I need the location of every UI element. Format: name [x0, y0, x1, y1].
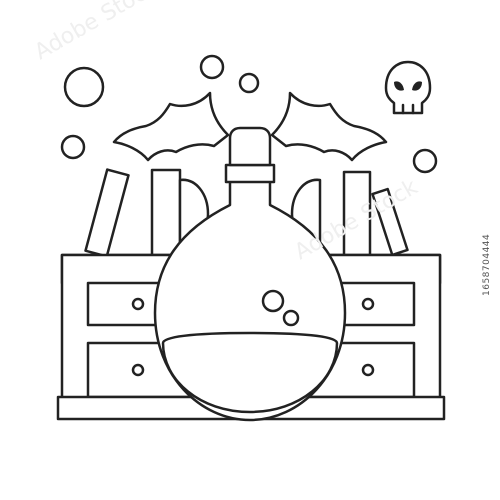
bottle-cork	[228, 126, 272, 167]
bubble-top	[199, 54, 225, 80]
drawer-lower-knob-right	[361, 363, 375, 377]
skull-icon	[384, 60, 432, 115]
drawer-lower-knob-left	[131, 363, 145, 377]
potion-liquid	[161, 331, 339, 414]
bubble-small	[238, 72, 260, 94]
potion-bottle	[153, 126, 347, 422]
bubble-large	[63, 66, 105, 108]
bottle-neck-band	[224, 163, 276, 184]
bubble-left	[60, 134, 86, 160]
book-standing-left	[150, 168, 182, 257]
book-standing-right	[342, 170, 372, 257]
book-tilted-left	[84, 168, 130, 258]
stock-id-label: 1658704444	[482, 233, 492, 297]
drawer-upper-knob-right	[361, 297, 375, 311]
book-tilted-right	[371, 187, 409, 257]
bat-wings	[112, 91, 388, 162]
drawer-upper-knob-left	[131, 297, 145, 311]
bubble-right	[412, 148, 438, 174]
bottle-bubble-small	[282, 309, 300, 327]
bottle-bubble-large	[261, 289, 285, 313]
